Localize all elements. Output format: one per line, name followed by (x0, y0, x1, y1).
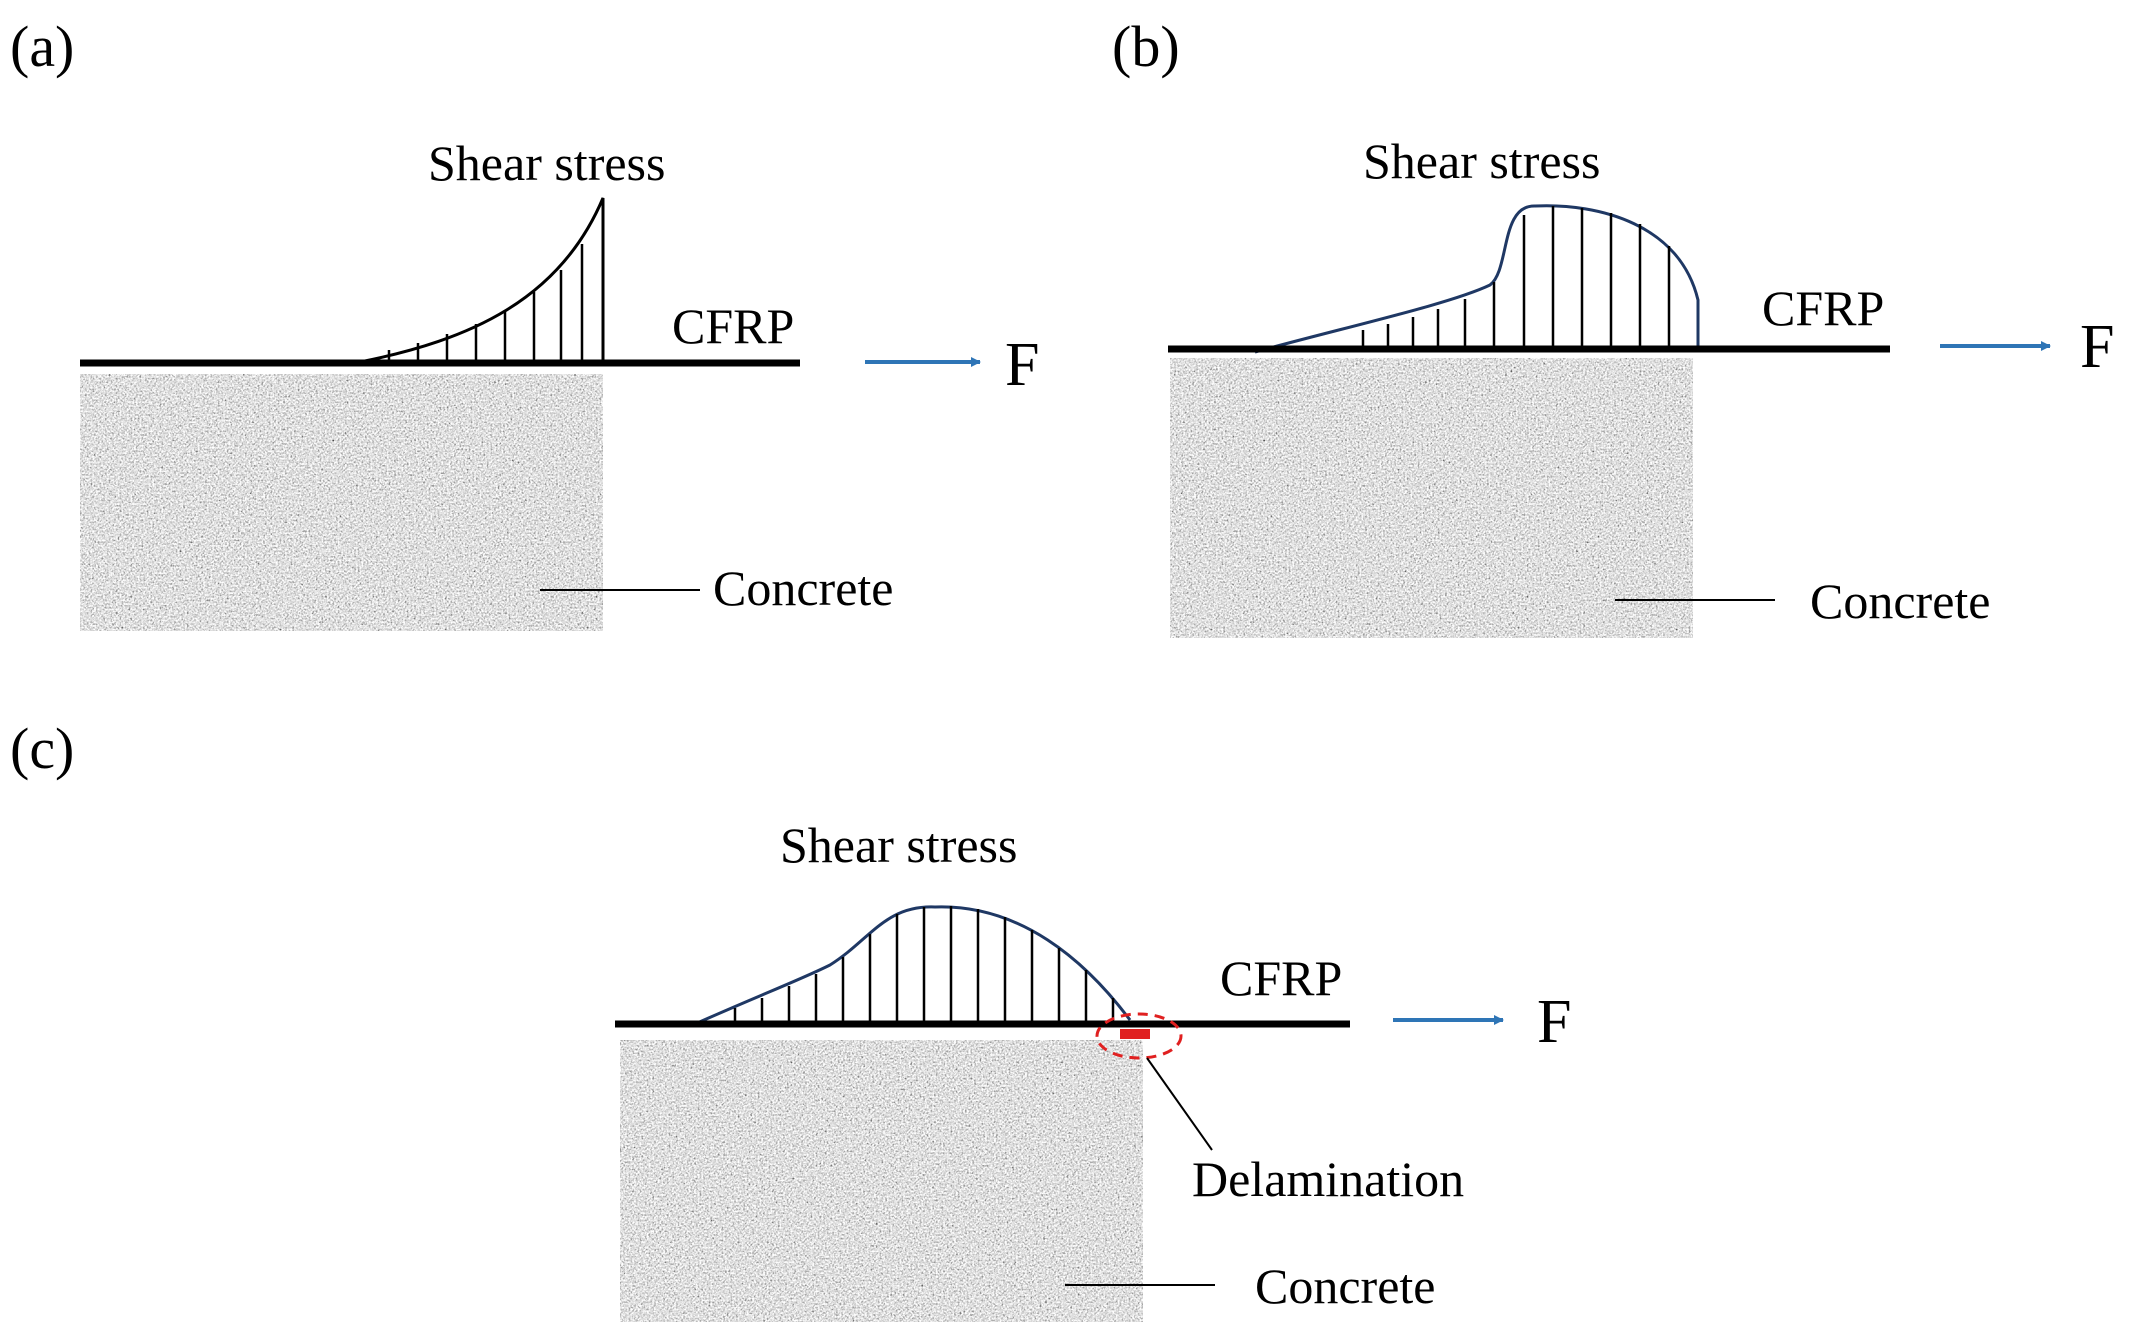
concrete-block (620, 1040, 1143, 1322)
shear-stress-label: Shear stress (428, 135, 665, 191)
panel-b: (b) Shear stress CFRP F Concrete (1112, 14, 2114, 638)
stress-hatching (733, 906, 1115, 1024)
delamination-leader-line (1146, 1057, 1213, 1151)
shear-stress-curve (1254, 204, 1700, 354)
shear-stress-curve (359, 197, 605, 364)
cfrp-label: CFRP (672, 298, 794, 354)
force-label: F (2080, 313, 2114, 381)
delamination-marker (1095, 1012, 1183, 1060)
force-label: F (1005, 331, 1039, 399)
concrete-label: Concrete (1810, 573, 1990, 629)
concrete-label: Concrete (713, 560, 893, 616)
panel-c: (c) Shear stress CFRP F (10, 716, 1571, 1322)
cfrp-label: CFRP (1220, 950, 1342, 1006)
cfrp-label: CFRP (1762, 280, 1884, 336)
panel-a: (a) Shear stress CFRP F Concrete (10, 14, 1039, 631)
concrete-block (80, 374, 603, 631)
panel-tag: (b) (1112, 14, 1180, 79)
concrete-block (1170, 358, 1693, 638)
shear-stress-label: Shear stress (780, 817, 1017, 873)
panel-tag: (c) (10, 716, 74, 781)
panel-tag: (a) (10, 14, 74, 79)
delamination-label: Delamination (1192, 1151, 1464, 1207)
force-label: F (1537, 988, 1571, 1056)
shear-stress-curve (694, 905, 1132, 1026)
stress-hatching (387, 244, 584, 362)
stress-hatching (1361, 206, 1671, 350)
shear-stress-label: Shear stress (1363, 133, 1600, 189)
concrete-label: Concrete (1255, 1258, 1435, 1314)
